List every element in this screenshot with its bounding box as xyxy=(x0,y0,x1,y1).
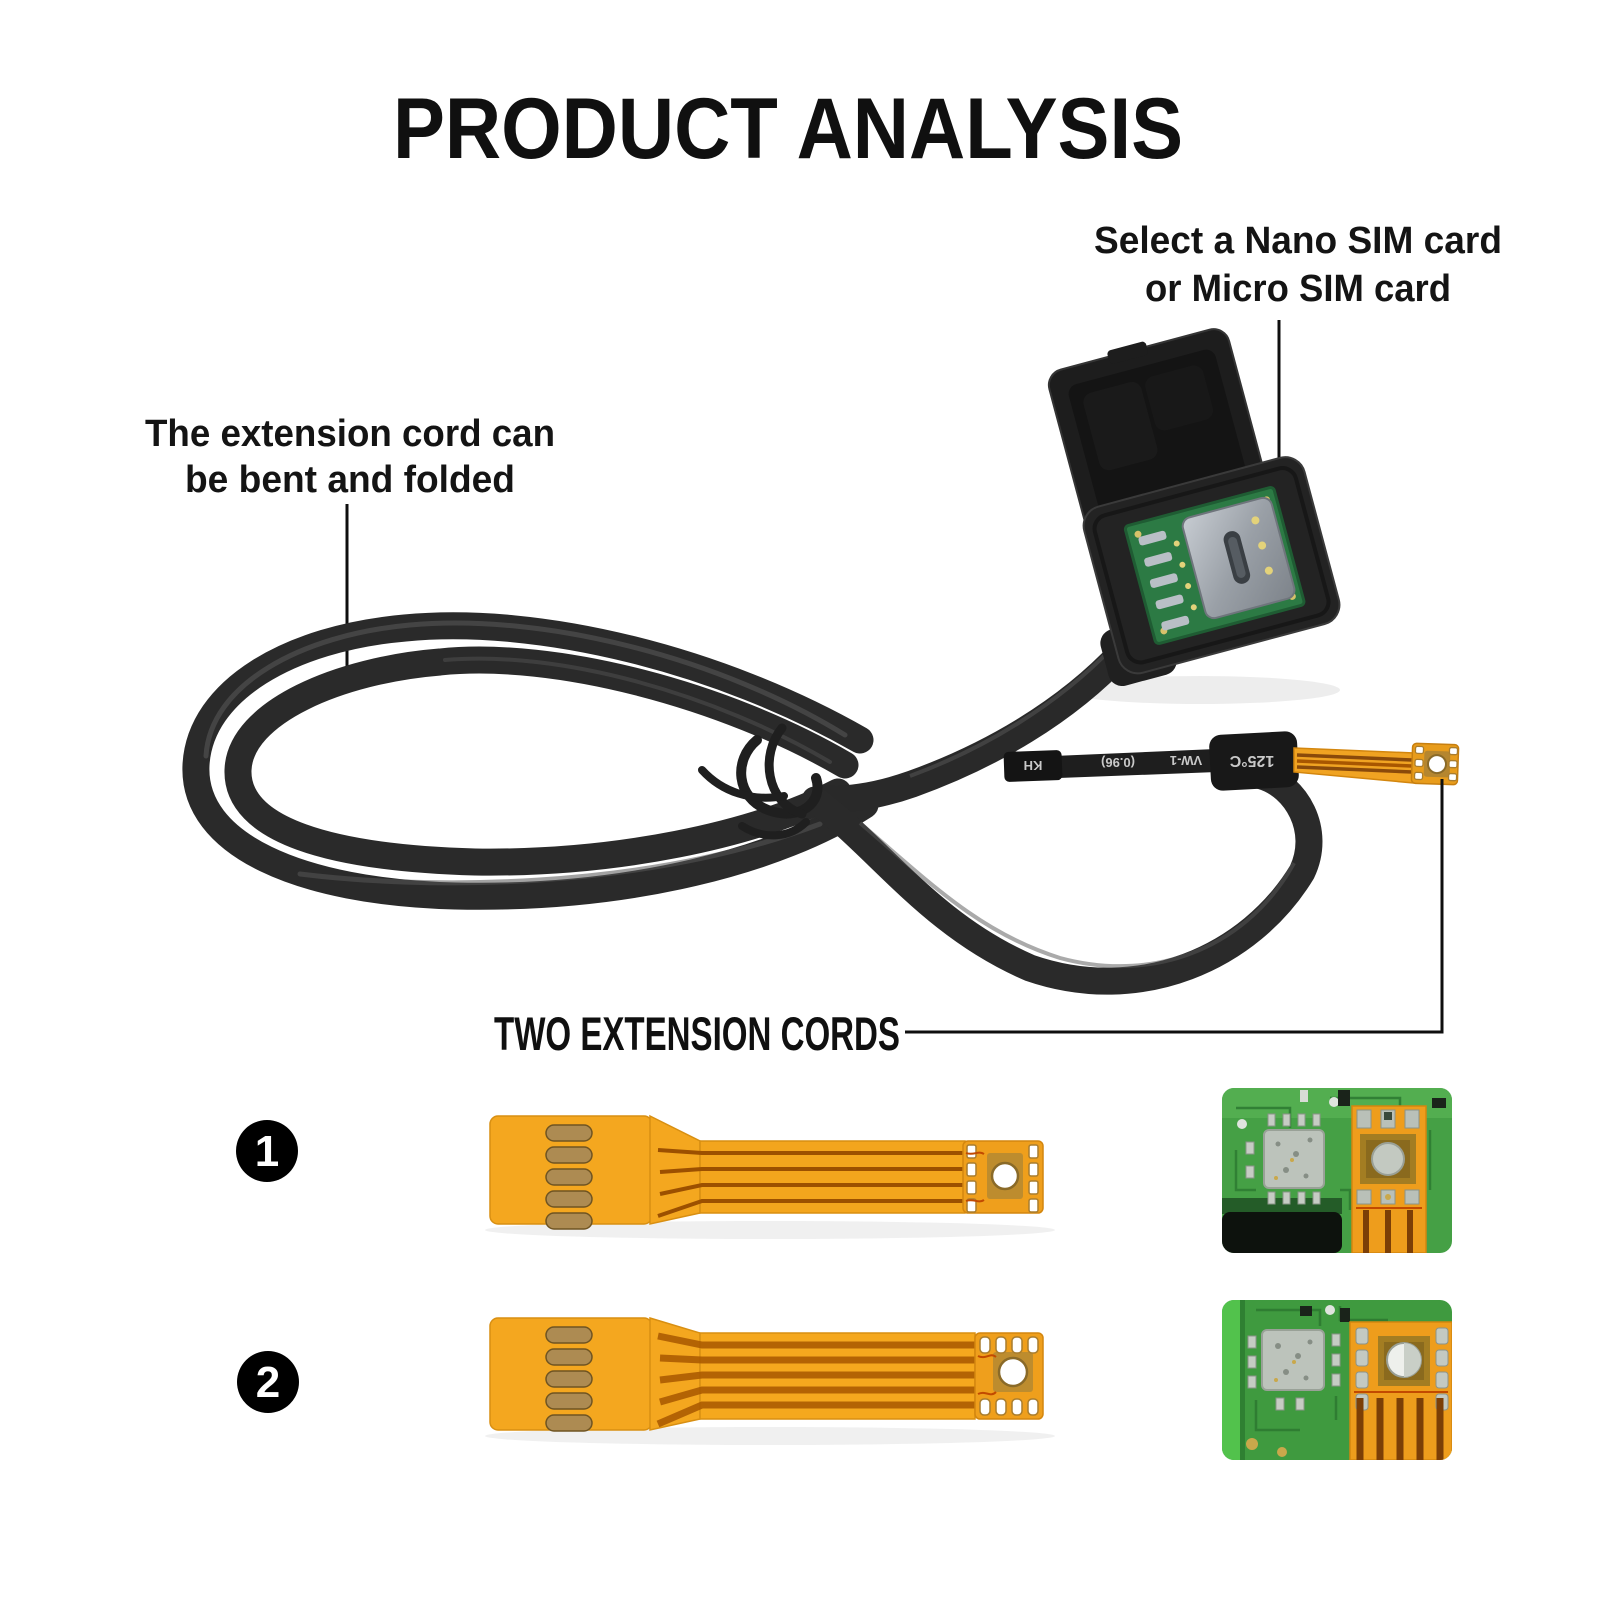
cable-marking-kh: KH xyxy=(1024,758,1043,773)
cord2-shadow xyxy=(485,1427,1055,1445)
extension-cord-2: 2 xyxy=(237,1316,1055,1445)
pcb1-flex-overlay xyxy=(1351,1105,1427,1253)
cord2-number: 2 xyxy=(256,1358,280,1407)
cord1-shadow xyxy=(485,1221,1055,1239)
ribbon-connector-tip xyxy=(1410,742,1460,786)
page-title: PRODUCT ANALYSIS xyxy=(393,81,1183,177)
two-cords-label: TWO EXTENSION CORDS xyxy=(494,1007,900,1060)
cable-diagonal-sheen xyxy=(909,646,1114,778)
sim-holder-base xyxy=(1082,456,1341,687)
cable-marking-temp: 125°C xyxy=(1229,752,1274,769)
cord1-contacts xyxy=(545,1124,593,1230)
flat-printed-cable: KH (0.96) VW-1 xyxy=(1003,749,1217,782)
cable-right-loop-sheen xyxy=(858,821,1296,969)
pcb2-pads xyxy=(1247,1333,1341,1411)
pcb2-flex-overlay xyxy=(1349,1321,1452,1460)
pcb2-solder-blob xyxy=(1261,1329,1325,1391)
two-cords-callout-line xyxy=(905,779,1444,1034)
pcb1-solder-blob xyxy=(1263,1129,1325,1189)
cable-right-loop xyxy=(801,760,1323,995)
sim-holder-pcb xyxy=(1123,486,1306,645)
sim-socket xyxy=(1138,496,1296,631)
cord2-contacts xyxy=(545,1326,593,1432)
cord1-number-badge: 1 xyxy=(236,1120,298,1182)
cord2-connector xyxy=(974,1332,1044,1420)
heatshrink-junction: 125°C xyxy=(1209,731,1299,791)
cable-diagonal xyxy=(812,638,1136,813)
cable-product-photo: KH (0.96) VW-1 125°C xyxy=(182,328,1460,995)
bend-callout-line1: The extension cord can xyxy=(145,413,555,455)
sim-holder xyxy=(1047,328,1341,687)
cable-knot xyxy=(698,723,823,840)
cord2-traces xyxy=(656,1332,978,1428)
header: PRODUCT ANALYSIS xyxy=(393,81,1183,177)
callout-sim-select: Select a Nano SIM card or Micro SIM card xyxy=(1094,220,1502,558)
cable-marking-gauge: (0.96) xyxy=(1101,755,1135,770)
cable-ribbon-end xyxy=(1293,742,1460,786)
pcb1-via xyxy=(1237,1119,1247,1129)
callout-two-cords: TWO EXTENSION CORDS xyxy=(494,779,1444,1060)
pcb-photo-1 xyxy=(1222,1088,1452,1253)
sim-callout-line2: or Micro SIM card xyxy=(1145,268,1451,310)
cable-marking-vw: VW-1 xyxy=(1170,753,1202,768)
pcb1-via xyxy=(1329,1097,1339,1107)
bend-callout-line2: be bent and folded xyxy=(185,459,515,501)
cord1-traces xyxy=(657,1148,966,1218)
cable-loop xyxy=(182,612,879,910)
cord1-number: 1 xyxy=(255,1127,279,1176)
cord2-number-badge: 2 xyxy=(237,1351,299,1413)
cord1-flex xyxy=(489,1114,1044,1230)
pcb1-pads xyxy=(1245,1113,1321,1205)
extension-cord-1: 1 xyxy=(236,1114,1055,1239)
sim-callout-line1: Select a Nano SIM card xyxy=(1094,220,1502,262)
cord1-connector xyxy=(962,1140,1044,1214)
pcb-photo-2 xyxy=(1222,1300,1452,1460)
cord2-flex xyxy=(489,1316,1044,1432)
